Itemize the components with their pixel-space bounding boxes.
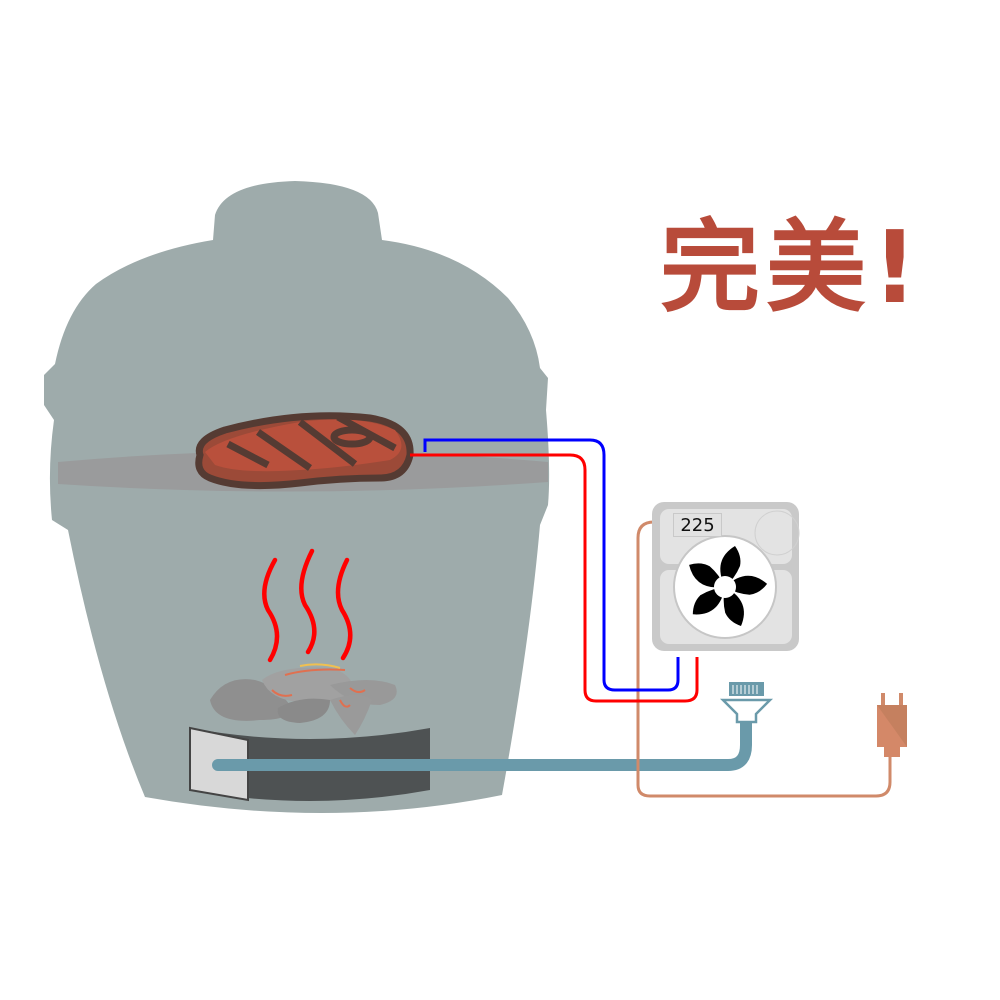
kamado-grill: [44, 181, 550, 814]
power-plug-icon: [877, 693, 907, 757]
headline-text: 完美!: [660, 209, 924, 326]
temperature-display: 225: [673, 513, 722, 537]
air-tube: [212, 706, 752, 771]
fan-controller: [652, 502, 800, 651]
power-cord: [636, 520, 892, 798]
steak-icon: [195, 412, 414, 490]
probe-wire-red: [410, 453, 699, 703]
probe-wire-blue: [423, 438, 680, 692]
heat-waves-icon: [262, 548, 353, 663]
fan-icon: [673, 535, 777, 639]
tube-adapter-icon: [719, 682, 774, 724]
charcoal-icon: [210, 663, 397, 735]
